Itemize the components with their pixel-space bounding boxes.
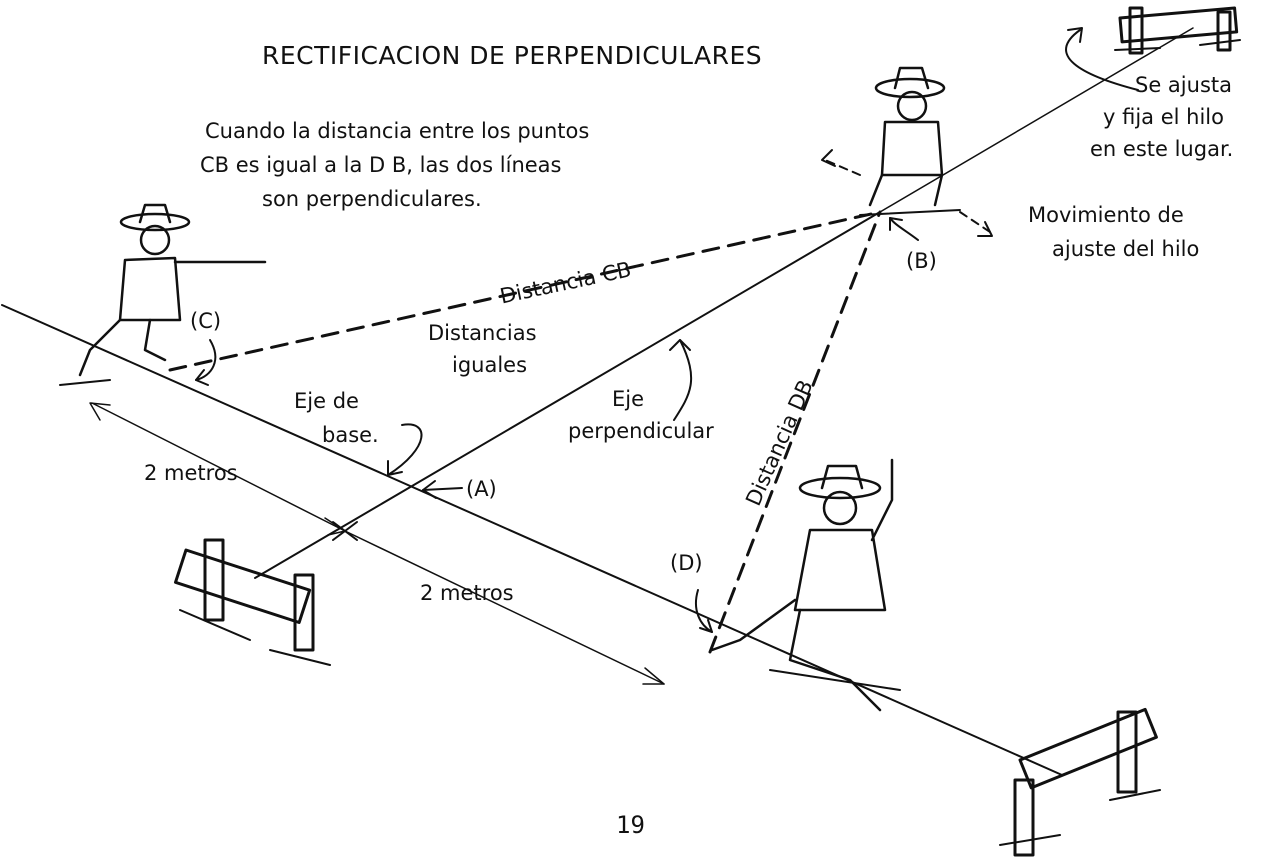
fix-note-line-1: Se ajusta [1135, 73, 1232, 97]
distance-db-line [708, 210, 882, 654]
arrow-a [422, 480, 463, 499]
movement-arrows [821, 149, 993, 237]
worker-d [710, 458, 901, 712]
explanation-line-1: Cuando la distancia entre los puntos [205, 119, 590, 143]
page-number: 19 [616, 811, 645, 839]
two-meters-right-label: 2 metros [420, 581, 514, 605]
base-axis-label-2: base. [322, 423, 379, 447]
dimension-2m-lower [344, 530, 665, 685]
fix-note-line-2: y fija el hilo [1103, 105, 1224, 129]
fence-top-right [1114, 6, 1241, 55]
perpendicular-axis-line [254, 211, 881, 579]
arrow-b [889, 217, 919, 241]
point-d-label: (D) [670, 551, 703, 575]
equal-distances-line-2: iguales [452, 353, 528, 377]
movement-note-line-2: ajuste del hilo [1052, 237, 1200, 261]
fence-bottom-right [999, 707, 1161, 857]
diagram-title: RECTIFICACION DE PERPENDICULARES [262, 41, 763, 70]
explanation-line-3: son perpendiculares. [262, 187, 482, 211]
point-c-label: (C) [190, 309, 222, 333]
arrow-c [195, 339, 217, 386]
distance-cb-line [168, 210, 882, 372]
movement-note-line-1: Movimiento de [1028, 203, 1184, 227]
point-b-label: (B) [906, 249, 937, 273]
point-a-label: (A) [466, 477, 497, 501]
perp-axis-label-1: Eje [612, 387, 645, 411]
arrow-base-axis [387, 423, 423, 476]
base-axis-label-1: Eje de [294, 389, 359, 413]
base-axis-line [1, 304, 1063, 776]
explanation-line-2: CB es igual a la D B, las dos líneas [200, 153, 562, 177]
arrow-perp-axis [669, 339, 693, 421]
arrow-d [694, 589, 713, 633]
cross-mark [332, 521, 358, 541]
string-to-fence [879, 27, 1194, 213]
perp-axis-label-2: perpendicular [568, 419, 714, 443]
fence-left [173, 538, 331, 666]
worker-c [59, 203, 267, 386]
equal-distances-line-1: Distancias [428, 321, 537, 345]
adjust-arrow [1065, 27, 1139, 91]
fix-note-line-3: en este lugar. [1090, 137, 1234, 161]
worker-b [859, 66, 961, 216]
two-meters-left-label: 2 metros [144, 461, 238, 485]
